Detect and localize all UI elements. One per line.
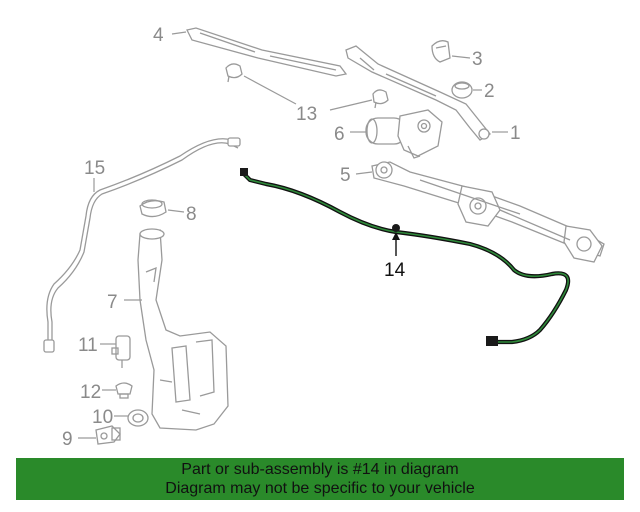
- callout-10: 10: [92, 407, 113, 428]
- callout-6: 6: [334, 124, 345, 145]
- callout-1: 1: [510, 123, 521, 144]
- callout-4: 4: [153, 25, 164, 46]
- cap-part-3: [431, 40, 451, 63]
- leader-5: [355, 171, 373, 175]
- callout-5: 5: [340, 165, 351, 186]
- callout-13: 13: [296, 104, 317, 125]
- grommet-part-10: [127, 409, 149, 427]
- parts-diagram: 4 13 3 2 1 6: [43, 25, 605, 450]
- callout-2: 2: [484, 81, 495, 102]
- banner-line-2: Diagram may not be specific to your vehi…: [165, 480, 475, 497]
- wiper-motor: [365, 109, 443, 159]
- nut-cap-part-2: [451, 81, 473, 99]
- washer-pump: [111, 335, 131, 368]
- washer-hose-highlighted: [240, 168, 571, 346]
- callout-9: 9: [62, 429, 73, 450]
- callout-15: 15: [84, 158, 105, 179]
- wiper-arm-left: [186, 27, 348, 77]
- callout-12: 12: [80, 382, 101, 403]
- callout-11: 11: [78, 335, 98, 356]
- part-info-banner: Part or sub-assembly is #14 in diagram D…: [16, 458, 624, 500]
- wiper-arm-right: [345, 45, 491, 141]
- grommet-part-12: [115, 382, 133, 399]
- washer-hose-left: [43, 137, 241, 353]
- leader-14-arrow: [392, 232, 400, 240]
- callout-3: 3: [472, 49, 483, 70]
- callout-8: 8: [186, 204, 197, 225]
- callout-14: 14: [384, 260, 406, 281]
- level-sensor: [95, 425, 121, 445]
- wiper-linkage: [371, 161, 605, 263]
- washer-nozzle-left: [225, 63, 243, 83]
- leader-8: [167, 209, 185, 213]
- reservoir-cap: [139, 199, 167, 218]
- washer-nozzle-right: [372, 89, 389, 109]
- leader-3: [451, 55, 471, 59]
- washer-reservoir: [137, 228, 229, 431]
- banner-line-1: Part or sub-assembly is #14 in diagram: [181, 461, 459, 478]
- leader-13b: [329, 99, 373, 111]
- leader-13a: [243, 75, 297, 105]
- callout-7: 7: [107, 292, 118, 313]
- leader-4: [171, 31, 187, 35]
